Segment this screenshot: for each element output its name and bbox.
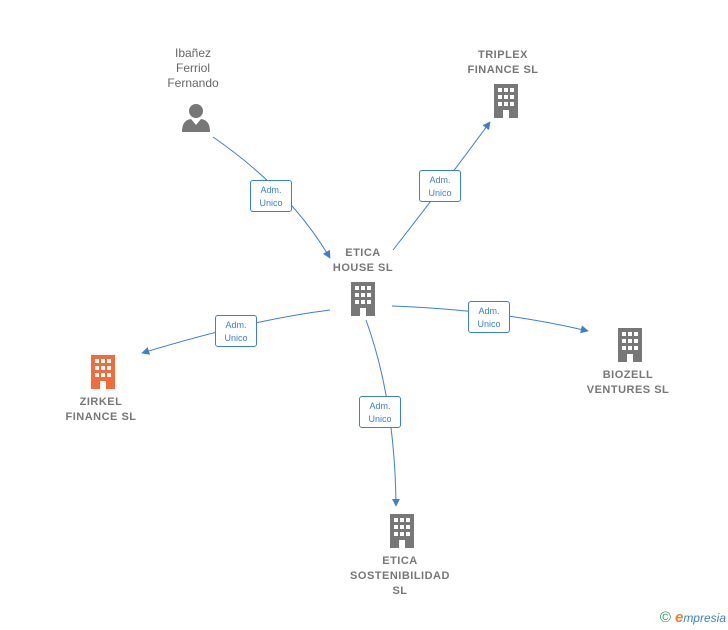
node-label-ibanez-ferriol-fernando[interactable]: Ibañez Ferriol Fernando <box>167 46 219 90</box>
node-label-triplex-finance[interactable]: TRIPLEX FINANCE SL <box>467 49 539 76</box>
building-icon[interactable] <box>491 84 521 118</box>
brand-logo[interactable]: empresia <box>674 609 726 626</box>
node-label-etica-sostenibilidad[interactable]: ETICA SOSTENIBILIDAD SL <box>350 555 450 597</box>
node-label-zirkel-finance[interactable]: ZIRKEL FINANCE SL <box>65 396 137 423</box>
copyright-icon: © <box>659 609 671 626</box>
node-label-biozell-ventures[interactable]: BIOZELL VENTURES SL <box>586 369 670 396</box>
footer-brand[interactable]: © empresia <box>660 609 726 626</box>
node-label-etica-house[interactable]: ETICA HOUSE SL <box>332 247 394 274</box>
edge-label-adm-unico: Adm. Unico <box>419 170 461 202</box>
person-icon[interactable] <box>181 102 211 132</box>
edge-label-adm-unico: Adm. Unico <box>250 180 292 212</box>
building-icon[interactable] <box>615 328 645 362</box>
building-icon[interactable] <box>88 355 118 389</box>
building-icon[interactable] <box>387 514 417 548</box>
edge-label-adm-unico: Adm. Unico <box>359 396 401 428</box>
edge-label-adm-unico: Adm. Unico <box>468 301 510 333</box>
building-icon[interactable] <box>348 282 378 316</box>
edge-label-adm-unico: Adm. Unico <box>215 315 257 347</box>
